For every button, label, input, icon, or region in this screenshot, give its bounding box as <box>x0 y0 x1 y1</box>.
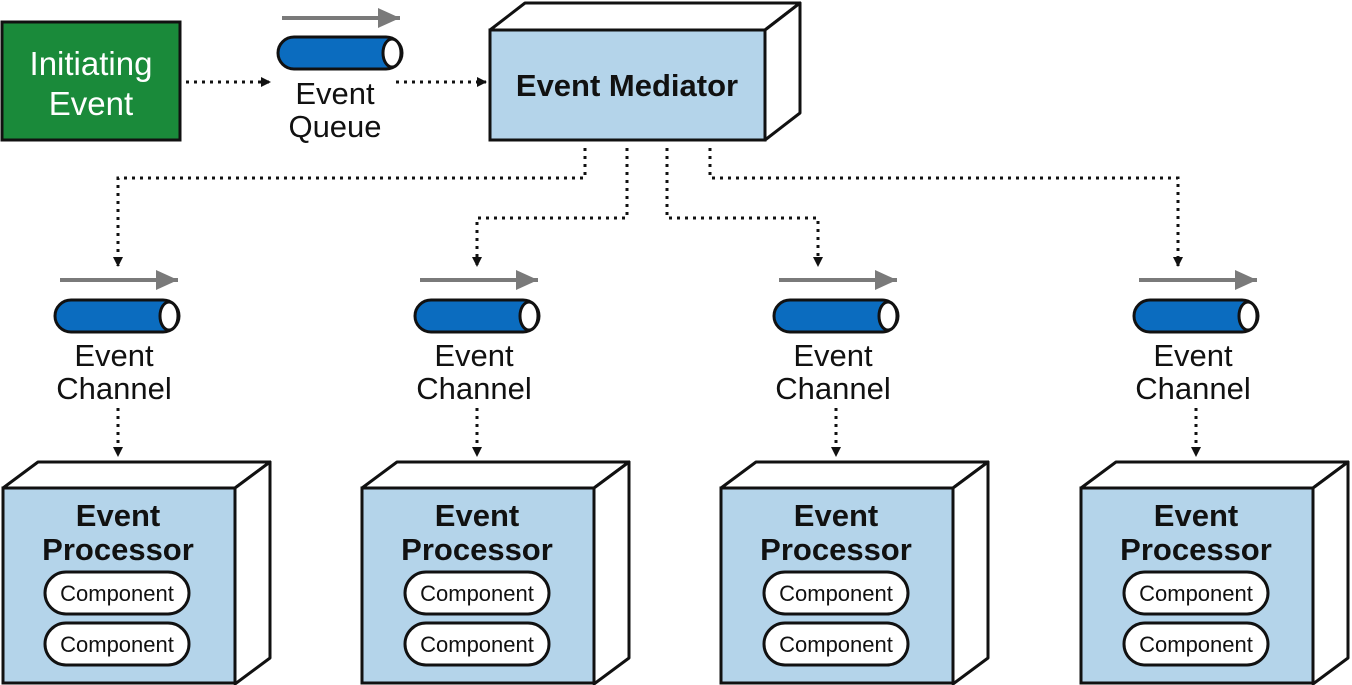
initiating-event-label-line1: Initiating <box>30 45 153 82</box>
event-processor-2: Event Processor Component Component <box>360 460 631 685</box>
component-label: Component <box>420 632 534 657</box>
connector-to-channel-3 <box>665 148 823 267</box>
event-queue-label-line1: Event <box>295 76 375 111</box>
processor-label-line2: Processor <box>1120 532 1272 567</box>
channel-pipe-icon <box>1132 298 1260 334</box>
event-processor-4: Event Processor Component Component <box>1079 460 1350 685</box>
component-1: Component <box>762 570 910 616</box>
component-label: Component <box>1139 581 1253 606</box>
channel-pipe-icon <box>772 298 900 334</box>
channel-pipe-icon <box>413 298 541 334</box>
queue-pipe-icon <box>276 35 404 71</box>
channel-label-line1: Event <box>74 338 154 373</box>
component-2: Component <box>43 621 191 667</box>
component-label: Component <box>60 581 174 606</box>
event-queue-label-line2: Queue <box>288 109 381 144</box>
component-1: Component <box>1122 570 1270 616</box>
event-queue: Event Queue <box>276 8 404 144</box>
processor-label-line1: Event <box>1154 498 1238 533</box>
event-channel-4: Event Channel <box>1132 270 1260 457</box>
processor-label-line1: Event <box>76 498 160 533</box>
event-processor-3: Event Processor Component Component <box>719 460 990 685</box>
component-2: Component <box>762 621 910 667</box>
initiating-event-box: Initiating Event <box>0 20 182 142</box>
processor-label-line2: Processor <box>760 532 912 567</box>
initiating-event-label-line2: Event <box>49 85 133 122</box>
event-mediator-box: Event Mediator <box>488 1 802 142</box>
event-mediator-label: Event Mediator <box>516 68 738 103</box>
connector-to-channel-2 <box>472 148 629 267</box>
event-channel-1: Event Channel <box>53 270 181 457</box>
processor-label-line2: Processor <box>401 532 553 567</box>
processor-label-line1: Event <box>435 498 519 533</box>
component-1: Component <box>43 570 191 616</box>
component-label: Component <box>779 632 893 657</box>
component-label: Component <box>1139 632 1253 657</box>
event-processor-1: Event Processor Component Component <box>1 460 272 685</box>
connector-to-channel-1 <box>113 148 587 267</box>
component-2: Component <box>1122 621 1270 667</box>
channel-label-line2: Channel <box>775 371 890 406</box>
component-label: Component <box>420 581 534 606</box>
processor-label-line1: Event <box>794 498 878 533</box>
channel-label-line2: Channel <box>56 371 171 406</box>
channel-label-line1: Event <box>434 338 514 373</box>
channel-label-line1: Event <box>1153 338 1233 373</box>
component-label: Component <box>60 632 174 657</box>
channel-pipe-icon <box>53 298 181 334</box>
event-channel-3: Event Channel <box>772 270 900 457</box>
connector-to-channel-4 <box>708 148 1183 267</box>
channel-label-line2: Channel <box>416 371 531 406</box>
channel-label-line1: Event <box>793 338 873 373</box>
component-2: Component <box>403 621 551 667</box>
component-label: Component <box>779 581 893 606</box>
event-channel-2: Event Channel <box>413 270 541 457</box>
mediator-connectors <box>113 148 1183 267</box>
processor-label-line2: Processor <box>42 532 194 567</box>
channel-label-line2: Channel <box>1135 371 1250 406</box>
component-1: Component <box>403 570 551 616</box>
